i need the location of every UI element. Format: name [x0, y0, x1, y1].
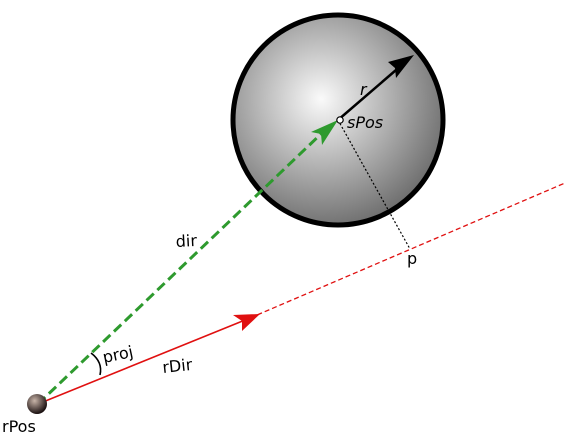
direction-label: dir: [175, 231, 198, 251]
ray-direction-label: rDir: [161, 355, 193, 377]
radius-label: r: [360, 80, 368, 99]
projection-label: proj: [101, 342, 135, 367]
sphere-center-point: [336, 116, 344, 124]
radius-arrow-line: [337, 63, 404, 121]
direction-arrowhead: [311, 120, 338, 145]
ray-origin-point: [27, 394, 47, 414]
closest-point-label: p: [407, 249, 417, 268]
ray-direction-arrowhead: [233, 314, 260, 331]
sphere-position-label: sPos: [347, 113, 383, 132]
perpendicular-line: [337, 119, 411, 250]
ray-position-label: rPos: [2, 417, 36, 436]
radius-arrow-head: [388, 55, 414, 78]
ray-line-solid: [37, 317, 251, 405]
ray-line-dashed: [249, 182, 565, 319]
direction-arrow-line: [36, 131, 324, 406]
projection-angle-arc: [90, 352, 102, 376]
